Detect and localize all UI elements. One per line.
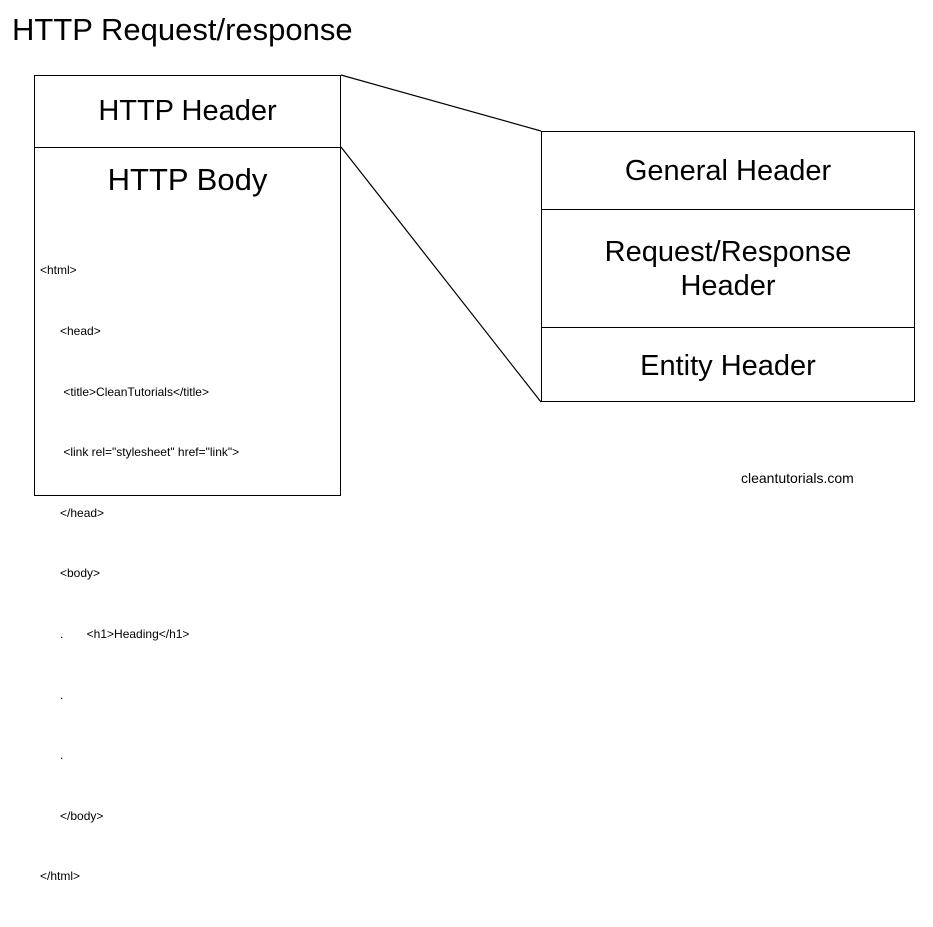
entity-header-label: Entity Header bbox=[640, 349, 816, 382]
request-response-header-section: Request/Response Header bbox=[542, 210, 914, 328]
code-line: <title>CleanTutorials</title> bbox=[40, 384, 209, 399]
code-line: . <h1>Heading</h1> bbox=[40, 626, 190, 641]
connector-line-bottom bbox=[340, 146, 542, 403]
code-line: <head> bbox=[40, 324, 101, 338]
code-line: </head> bbox=[40, 505, 105, 520]
code-line: </html> bbox=[40, 869, 81, 884]
request-response-header-label: Request/Response Header bbox=[605, 235, 852, 303]
code-line: . bbox=[40, 687, 64, 702]
http-message-box: HTTP Header HTTP Body <html> <head> <tit… bbox=[34, 75, 341, 883]
code-line: <body> bbox=[40, 566, 101, 581]
request-response-header-line1: Request/Response bbox=[604, 235, 852, 268]
general-header-section: General Header bbox=[542, 132, 914, 210]
page-title: HTTP Request/response bbox=[12, 12, 353, 47]
html-code-sample: <html> <head> <title>CleanTutorials</tit… bbox=[40, 220, 239, 927]
entity-header-section: Entity Header bbox=[542, 328, 914, 403]
header-types-box: General Header Request/Response Header E… bbox=[541, 131, 915, 402]
code-line: <link rel="stylesheet" href="link"> bbox=[40, 445, 240, 460]
connector-line-top bbox=[340, 74, 542, 132]
code-line: . bbox=[40, 748, 64, 763]
code-line: <html> bbox=[40, 263, 77, 278]
general-header-label: General Header bbox=[624, 154, 832, 187]
http-header-section: HTTP Header bbox=[35, 76, 340, 148]
code-line: </body> bbox=[40, 808, 104, 823]
watermark-text: cleantutorials.com bbox=[741, 470, 854, 486]
request-response-header-line2: Header bbox=[680, 269, 776, 302]
http-body-label: HTTP Body bbox=[107, 162, 268, 197]
